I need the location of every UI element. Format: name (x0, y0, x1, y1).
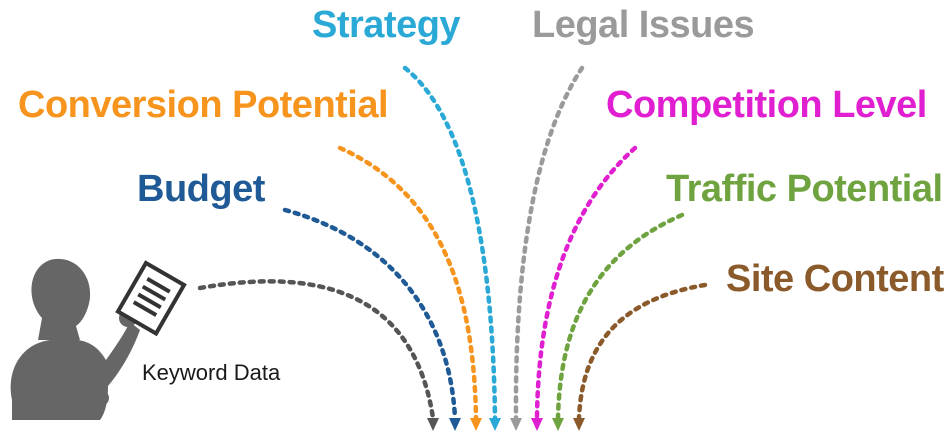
arrowhead-competition (531, 418, 543, 431)
arrowhead-keyword-data (427, 418, 439, 431)
label-site-content: Site Content (726, 258, 944, 300)
document-icon (115, 260, 187, 337)
arrowhead-strategy (489, 418, 501, 431)
connector-legal (513, 65, 585, 421)
label-conversion-potential: Conversion Potential (18, 84, 389, 126)
arrowhead-traffic (552, 418, 564, 431)
person-head (31, 258, 91, 340)
arrowhead-legal (510, 418, 522, 431)
label-traffic-potential: Traffic Potential (666, 168, 943, 210)
label-legal-issues: Legal Issues (532, 4, 755, 46)
person-body (10, 322, 141, 420)
connector-site-content (576, 282, 708, 421)
arrowhead-site-content (573, 418, 585, 431)
arrowhead-conversion (470, 418, 482, 431)
arrowhead-budget (449, 418, 461, 431)
connector-keyword-data (197, 279, 436, 421)
label-budget: Budget (137, 168, 265, 210)
connector-budget (282, 207, 458, 421)
label-keyword-data: Keyword Data (142, 360, 281, 385)
connector-traffic (555, 212, 685, 421)
label-competition-level: Competition Level (606, 84, 927, 126)
connector-conversion (337, 145, 479, 421)
person-lower-hand (93, 390, 109, 406)
connector-strategy (402, 65, 498, 421)
connector-competition (534, 145, 638, 421)
label-strategy: Strategy (312, 4, 461, 46)
person-holding-document-icon (10, 258, 187, 420)
